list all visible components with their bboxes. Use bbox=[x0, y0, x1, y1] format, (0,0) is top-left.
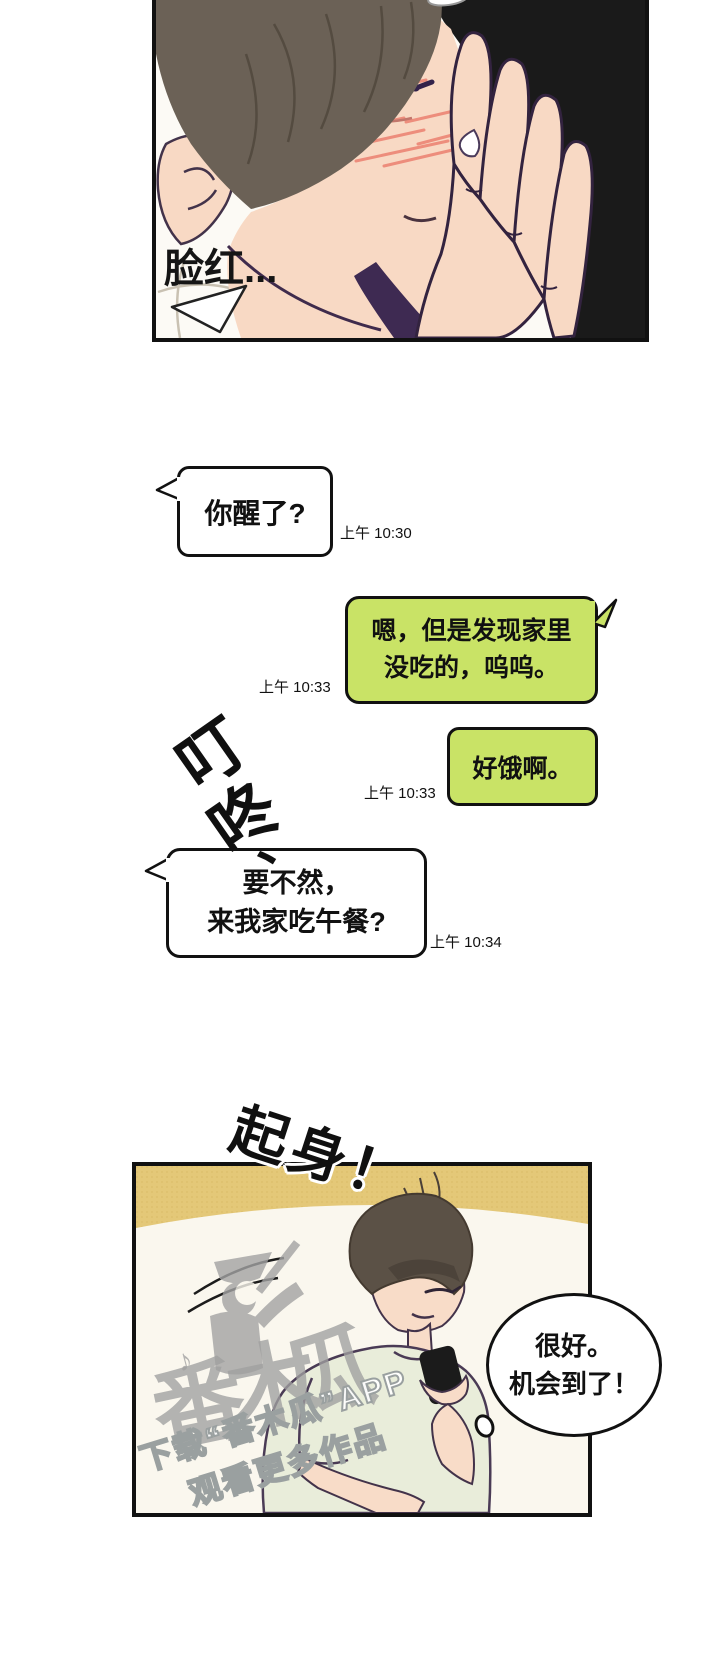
thought-text: 很好。 bbox=[534, 1331, 613, 1361]
bubble-text: 没吃的，呜呜。 bbox=[383, 654, 559, 682]
panel-bottom-getting-up: ♪ 番 木 瓜 bbox=[132, 1162, 592, 1517]
chat-bubble-sent-1: 嗯，但是发现家里 没吃的，呜呜。 bbox=[345, 596, 598, 704]
bubble-4-tail bbox=[144, 857, 172, 882]
timestamp-3: 上午 10:33 bbox=[364, 785, 436, 802]
bubble-2-tail bbox=[590, 598, 618, 629]
timestamp-2: 上午 10:33 bbox=[259, 679, 331, 696]
mouth bbox=[403, 214, 437, 223]
chat-bubble-received-1: 你醒了? bbox=[177, 466, 333, 557]
jaw-line bbox=[226, 244, 382, 332]
detective-pen bbox=[255, 1240, 301, 1294]
watermark-char-2: 木 bbox=[218, 1328, 329, 1447]
bubble-text: 好饿啊。 bbox=[472, 754, 573, 783]
caption-blush: 脸红... bbox=[164, 247, 278, 291]
hairpin bbox=[427, 0, 469, 7]
forearm-left bbox=[296, 1456, 426, 1513]
detective-arm bbox=[254, 1282, 304, 1328]
top-panel-art bbox=[156, 0, 645, 338]
thought-bubble: 很好。 机会到了！ bbox=[486, 1293, 662, 1437]
watermark-char-1: 番 bbox=[144, 1348, 255, 1467]
hand-on-phone bbox=[419, 1373, 469, 1406]
hair bbox=[156, 0, 442, 209]
chat-bubble-sent-2: 好饿啊。 bbox=[447, 727, 598, 806]
chat-bubble-received-2: 要不然， 来我家吃午餐? bbox=[166, 848, 427, 958]
mouth bbox=[411, 1312, 435, 1319]
bubble-text: 来我家吃午餐? bbox=[207, 907, 386, 937]
knuckle-lines bbox=[465, 188, 558, 290]
bubble-text: 你醒了? bbox=[204, 497, 306, 529]
detective-hat bbox=[214, 1252, 272, 1284]
bubble-text: 要不然， bbox=[242, 868, 351, 898]
timestamp-1: 上午 10:30 bbox=[340, 525, 412, 542]
thought-text: 机会到了！ bbox=[508, 1369, 639, 1399]
flash-shape bbox=[170, 284, 248, 334]
bubble-text: 嗯，但是发现家里 bbox=[371, 617, 572, 645]
bottom-panel-art: ♪ 番 木 瓜 bbox=[136, 1166, 588, 1513]
watermark-figure: ♪ bbox=[173, 1240, 304, 1379]
detective-body bbox=[210, 1311, 263, 1375]
closed-eye bbox=[424, 1288, 454, 1294]
watermark-char-3: 瓜 bbox=[273, 1314, 384, 1433]
watermark-brand: 番 木 瓜 bbox=[144, 1314, 384, 1467]
sweat-drop bbox=[458, 128, 481, 158]
hand bbox=[414, 31, 594, 338]
face bbox=[227, 16, 491, 338]
forearm-right bbox=[430, 1402, 475, 1486]
character bbox=[261, 1171, 492, 1513]
panel-top-blushing-face bbox=[152, 0, 649, 342]
hair-strands bbox=[244, 1, 415, 165]
timestamp-4: 上午 10:34 bbox=[430, 934, 502, 951]
bubble-1-tail bbox=[155, 476, 183, 501]
hair-bang bbox=[388, 1259, 460, 1282]
sleeve-seam bbox=[297, 1377, 314, 1459]
